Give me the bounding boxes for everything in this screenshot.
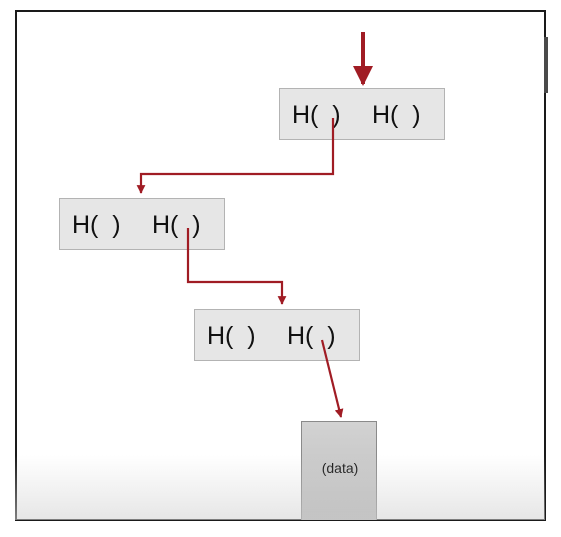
- hash-label-left: H( ): [292, 101, 341, 129]
- hash-label-left: H( ): [72, 211, 121, 239]
- pointer-arrow-1: [136, 118, 335, 194]
- frame-bottom-border: [15, 519, 546, 521]
- hash-label-right: H( ): [287, 322, 336, 350]
- frame-left-border: [15, 10, 17, 521]
- hash-label-right: H( ): [152, 211, 201, 239]
- hash-label-left: H( ): [207, 322, 256, 350]
- frame-top-border: [15, 10, 546, 12]
- hash-label-right: H( ): [372, 101, 421, 129]
- hash-node-middle: H( ) H( ): [59, 198, 225, 250]
- hash-node-top: H( ) H( ): [279, 88, 445, 140]
- hash-node-bottom: H( ) H( ): [194, 309, 360, 361]
- frame-right-border: [544, 10, 546, 521]
- pointer-arrow-2: [186, 228, 287, 305]
- scroll-indicator: [544, 37, 548, 93]
- pointer-arrow-3: [320, 339, 344, 418]
